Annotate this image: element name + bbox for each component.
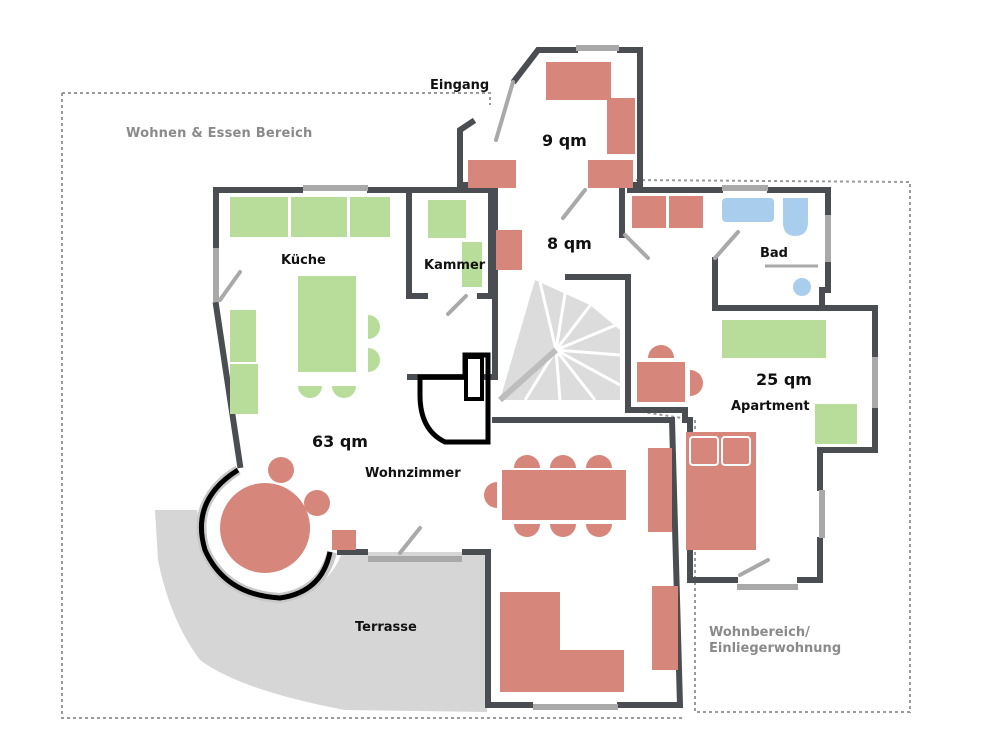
dining-chair-5 [550, 524, 576, 537]
zone-outline-wohnen [61, 92, 685, 719]
wall-kammer-west [406, 187, 428, 299]
kammer-shelf [428, 200, 466, 238]
zone-label-wohnbereich: Wohnbereich/ Einliegerwohnung [709, 625, 841, 657]
entry-sofa-1 [546, 62, 611, 100]
windows [213, 45, 878, 710]
kitchen-furniture [230, 197, 857, 444]
dining-chair-3 [586, 455, 612, 468]
entry-cabinet-2 [588, 160, 633, 188]
apartment-chair-1 [648, 345, 674, 358]
apartment-kitchenette [722, 320, 826, 358]
room-label-kammer: Kammer [424, 258, 486, 273]
wall-entry-north [510, 47, 643, 188]
entry-sofa-2 [607, 98, 635, 154]
island-stool-4 [332, 386, 356, 398]
bathroom-fixtures [722, 198, 811, 296]
door-entrance [494, 80, 515, 142]
bathtub [722, 198, 774, 222]
door-terrace [398, 526, 422, 555]
sideboard-2 [652, 586, 678, 670]
shower-drain [793, 278, 811, 296]
doors [218, 80, 770, 577]
sofa-2 [560, 650, 624, 692]
round-chair-1 [268, 457, 294, 483]
room-label-wohnzimmer: Wohnzimmer [365, 466, 461, 481]
sideboard-1 [648, 448, 672, 532]
room-label-eingang: Eingang [430, 78, 490, 93]
kitchen-side-1 [230, 310, 256, 362]
sofa-1 [500, 592, 560, 692]
apartment-cabinet-2 [669, 196, 703, 228]
door-kammer [446, 294, 468, 316]
small-cabinet [332, 530, 356, 550]
wall-kitchen-west [212, 187, 244, 469]
door-apartment [623, 233, 650, 260]
zone-label-wohnen-essen: Wohnen & Essen Bereich [126, 126, 313, 141]
door-apartment-south [738, 558, 770, 577]
room-label-apartment: Apartment [731, 399, 810, 414]
bed-details [689, 432, 751, 550]
dining-chair-2 [550, 455, 576, 468]
wall-kammer-east [477, 187, 494, 299]
flur-cabinet [496, 230, 522, 270]
wall-apartment-north [627, 187, 831, 293]
room-label-terrasse: Terrasse [355, 620, 417, 635]
island-stool-1 [368, 315, 380, 339]
wall-wohn-south [337, 417, 684, 708]
door-kitchen [218, 270, 242, 302]
area-label-flur: 8 qm [547, 234, 592, 253]
chimney-core [464, 355, 484, 401]
zone-label-wohnbereich-line1: Wohnbereich/ [709, 625, 810, 640]
kitchen-counter-3 [350, 197, 390, 237]
wall-apartment-east [687, 305, 878, 583]
door-bad [713, 230, 740, 260]
zone-label-wohnbereich-line2: Einliegerwohnung [709, 641, 842, 656]
apartment-cabinet [815, 404, 857, 444]
dining-chair-4 [514, 524, 540, 537]
wall-stair [565, 274, 688, 423]
kitchen-side-2 [230, 364, 258, 414]
dining-chair-1 [514, 455, 540, 468]
island-stool-3 [298, 386, 322, 398]
furniture [220, 62, 756, 692]
island-stool-2 [368, 348, 380, 372]
room-label-kueche: Küche [281, 253, 326, 268]
room-label-bad: Bad [760, 246, 788, 261]
kitchen-counter-2 [291, 197, 347, 237]
door-flur [561, 188, 587, 220]
toilet [783, 198, 808, 236]
round-bay-wall [199, 467, 333, 601]
round-chair-2 [304, 490, 330, 516]
dining-chair-6 [586, 524, 612, 537]
area-label-eingang: 9 qm [542, 131, 587, 150]
entry-cabinet-1 [468, 160, 516, 188]
apartment-table [637, 362, 685, 402]
dining-chair-7 [484, 482, 497, 508]
round-table [220, 483, 310, 573]
dining-table [502, 470, 626, 520]
kitchen-counter-1 [230, 197, 288, 237]
kammer-shelf-2 [462, 242, 482, 287]
area-label-wohnzimmer: 63 qm [312, 432, 368, 451]
apartment-cabinet-1 [632, 196, 666, 228]
apartment-chair-2 [690, 370, 703, 396]
kitchen-island [298, 276, 356, 372]
spiral-staircase [498, 280, 621, 403]
area-label-apartment: 25 qm [756, 370, 812, 389]
